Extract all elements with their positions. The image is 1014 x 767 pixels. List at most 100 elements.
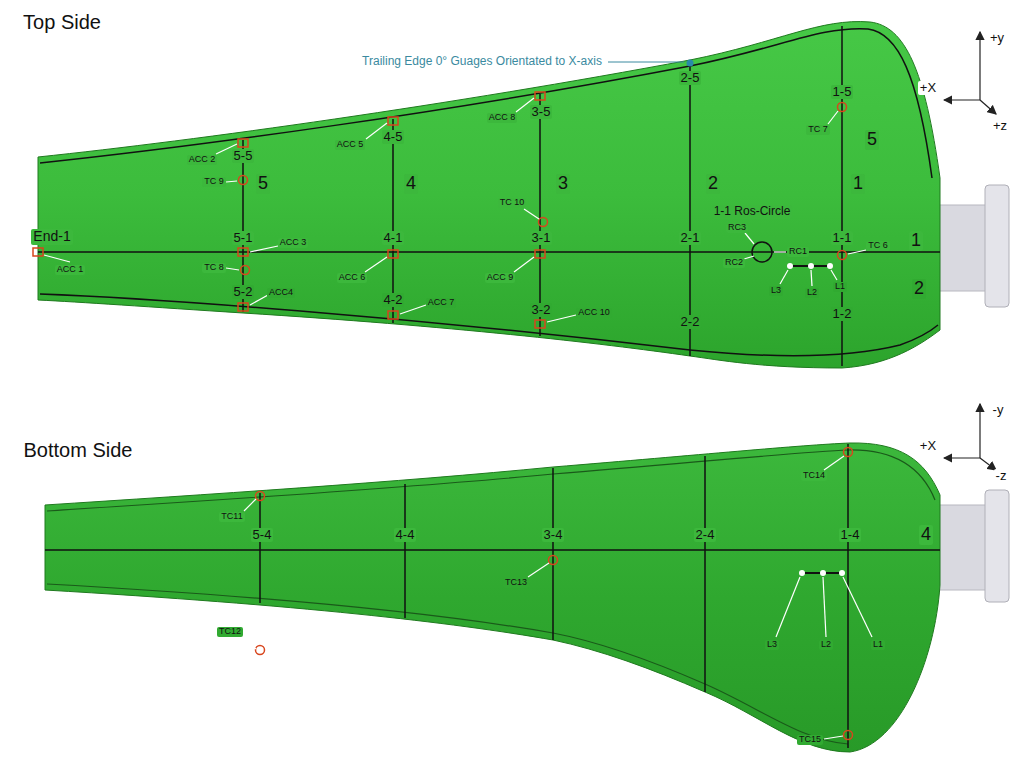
axis-label: +X: [918, 81, 938, 95]
gauge-dot: [820, 570, 826, 576]
sensor-label: ACC 3: [278, 238, 309, 248]
edge-line: [40, 294, 938, 356]
sensor-label: TC15: [797, 735, 823, 745]
station-label: 5-2: [232, 285, 255, 299]
leader-line: [744, 256, 754, 259]
gauge-dot: [808, 263, 814, 269]
gauge-label: L1: [871, 640, 885, 650]
hub-shaft: [936, 205, 988, 291]
hub-shaft: [936, 505, 988, 590]
sensor-label: ACC 8: [487, 113, 518, 123]
gauge-dot: [827, 263, 833, 269]
leader-line: [226, 181, 237, 182]
gauge-dot: [839, 570, 845, 576]
station-label: 1-5: [831, 85, 854, 99]
accelerometer-marker: [388, 117, 398, 125]
edge-line: [40, 29, 932, 178]
station-label: 4-2: [382, 293, 405, 307]
station-label: 1-4: [839, 528, 862, 542]
sensor-label: TC12: [217, 627, 243, 637]
leader-line: [780, 270, 788, 284]
sensor-label: TC 6: [866, 241, 890, 251]
thermocouple-marker: [539, 218, 548, 227]
sensor-label: ACC 5: [335, 140, 366, 150]
hub-flange: [985, 185, 1009, 307]
station-label: 3-1: [530, 231, 553, 245]
sensor-label: TC 8: [202, 263, 226, 273]
panel-title: Bottom Side: [22, 439, 135, 461]
gauge-label: L3: [769, 286, 783, 296]
rosette-circle: [752, 242, 772, 262]
accelerometer-marker: [238, 248, 248, 256]
region-number: 2: [912, 279, 926, 299]
blade-outline: [45, 443, 940, 752]
thermocouple-marker: [256, 492, 265, 501]
leader-line: [365, 257, 387, 272]
leader-line: [226, 268, 239, 270]
station-label: 1-2: [831, 307, 854, 321]
leader-line: [528, 563, 549, 577]
leader-line: [831, 270, 837, 280]
thermocouple-marker: [549, 556, 558, 565]
thermocouple-marker: [256, 646, 265, 655]
leader-line: [514, 257, 534, 272]
axis-label: +X: [918, 439, 938, 453]
gauge-label: RC1: [787, 247, 809, 257]
sensor-label: ACC 7: [426, 298, 457, 308]
station-label: 3-4: [542, 528, 565, 542]
region-number: 5: [865, 130, 879, 150]
accelerometer-marker: [535, 250, 545, 258]
accelerometer-marker: [388, 311, 398, 319]
thermocouple-marker: [844, 731, 853, 740]
station-label: 2-5: [679, 71, 702, 85]
edge-line: [47, 584, 848, 744]
region-number: 4: [404, 174, 418, 194]
hub-flange: [985, 490, 1009, 602]
edge-line: [47, 450, 935, 511]
blade-outline: [38, 22, 940, 368]
axis-label: +y: [988, 31, 1006, 45]
sensor-label: TC13: [503, 578, 529, 588]
sensor-label: ACC4: [267, 288, 295, 298]
station-label: 2-2: [679, 315, 702, 329]
station-label: 4-1: [382, 231, 405, 245]
leader-line: [524, 209, 539, 219]
sensor-label: TC11: [219, 512, 244, 522]
sensor-label: TC 7: [806, 125, 830, 135]
accelerometer-marker: [535, 320, 545, 328]
leader-line: [608, 62, 684, 63]
station-label: 5-5: [232, 149, 255, 163]
accelerometer-marker: [238, 303, 248, 311]
leader-line: [244, 499, 256, 511]
leader-line: [400, 305, 426, 314]
accelerometer-marker: [535, 92, 545, 100]
gauge-label: L2: [819, 640, 833, 650]
station-label: 2-4: [694, 528, 717, 542]
grid-lines: [45, 444, 940, 748]
thermocouple-marker: [241, 266, 250, 275]
thermocouple-marker: [838, 103, 847, 112]
leader-line: [828, 111, 838, 124]
thermocouple-marker: [844, 448, 853, 457]
thermocouple-marker: [838, 251, 847, 260]
leader-line: [848, 250, 866, 254]
gauge-label: L1: [833, 282, 847, 292]
station-label: 5-1: [232, 231, 255, 245]
region-number: 5: [256, 174, 270, 194]
accelerometer-marker: [388, 250, 398, 258]
station-label: 4-4: [394, 528, 417, 542]
thermocouple-marker: [239, 176, 248, 185]
leader-line: [843, 577, 872, 637]
region-number: 2: [706, 174, 720, 194]
gauge-dot: [799, 570, 805, 576]
sensor-label: TC 9: [202, 177, 226, 187]
region-number: 4: [919, 525, 933, 545]
region-number: 1: [909, 231, 923, 251]
leader-line: [244, 640, 256, 649]
accelerometer-marker: [238, 139, 248, 147]
gauge-label: RC2: [723, 258, 745, 268]
sensor-label: TC14: [801, 471, 827, 481]
sensor-label: ACC 6: [337, 273, 368, 283]
leader-line: [811, 270, 812, 286]
